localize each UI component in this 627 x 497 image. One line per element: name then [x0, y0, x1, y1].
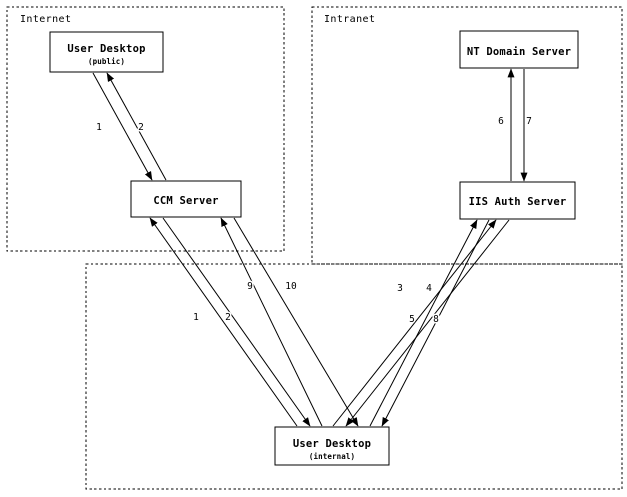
node-sublabel-user-desktop-public: (public) [88, 57, 125, 66]
node-box-ccm-server [130, 180, 242, 218]
step-label-halo-8: 8 [433, 314, 439, 325]
flow-arrow-10-ccm-server-to-user-desktop-internal [233, 217, 359, 427]
step-label-4-iis-auth-server-to-user-desktop-internal: 4 [426, 283, 432, 294]
step-label-halo-9: 9 [247, 281, 253, 292]
node-box-nt-domain-server [459, 30, 579, 69]
step-label-10-ccm-server-to-user-desktop-internal: 10 [285, 281, 297, 292]
flow-arrow-1-user-desktop-public-to-ccm-server [92, 72, 153, 181]
step-label-1-user-desktop-public-to-ccm-server: 1 [96, 122, 102, 133]
flow-arrow-1-user-desktop-internal-to-ccm-server [149, 217, 298, 427]
step-label-halo-2: 2 [138, 122, 144, 133]
step-label-halo-1: 1 [96, 122, 102, 133]
step-label-halo-1: 1 [193, 312, 199, 323]
step-label-halo-5: 5 [409, 314, 415, 325]
node-ccm-server[interactable]: CCM Server [130, 180, 242, 218]
node-label-iis-auth-server: IIS Auth Server [469, 196, 567, 208]
flow-arrows [92, 68, 528, 427]
step-label-3-user-desktop-internal-to-iis-auth-server: 3 [397, 283, 403, 294]
node-label-user-desktop-internal: User Desktop [293, 438, 371, 450]
node-user-desktop-internal[interactable]: User Desktop (internal) [274, 426, 390, 466]
node-box-user-desktop-public [49, 31, 164, 73]
node-iis-auth-server[interactable]: IIS Auth Server [459, 181, 576, 220]
zone-label-intranet: Intranet [324, 14, 375, 25]
step-label-7-nt-domain-server-to-iis-auth-server: 7 [526, 116, 532, 127]
flow-arrow-4-iis-auth-server-to-user-desktop-internal [381, 219, 490, 427]
step-label-1-user-desktop-internal-to-ccm-server: 1 [193, 312, 199, 323]
flow-arrow-3-user-desktop-internal-to-iis-auth-server [369, 219, 478, 427]
node-user-desktop-public[interactable]: User Desktop (public) [49, 31, 164, 73]
flow-arrow-2-ccm-server-to-user-desktop-public [106, 72, 167, 181]
step-label-halo-2: 2 [225, 312, 231, 323]
step-label-9-user-desktop-internal-to-ccm-server: 9 [247, 281, 253, 292]
diagram-nodes: User Desktop (public) CCM Server NT Domain … [49, 30, 579, 466]
step-label-5-user-desktop-internal-to-iis-auth-server: 5 [409, 314, 415, 325]
node-nt-domain-server[interactable]: NT Domain Server [459, 30, 579, 69]
node-box-iis-auth-server [459, 181, 576, 220]
flow-arrow-5-user-desktop-internal-to-iis-auth-server [332, 219, 497, 427]
step-label-8-iis-auth-server-to-user-desktop-internal: 8 [433, 314, 439, 325]
step-label-6-iis-auth-server-to-nt-domain-server: 6 [498, 116, 504, 127]
node-sublabel-user-desktop-internal: (internal) [309, 452, 355, 461]
step-label-2-ccm-server-to-user-desktop-internal: 2 [225, 312, 231, 323]
node-label-ccm-server: CCM Server [153, 195, 218, 207]
step-label-2-ccm-server-to-user-desktop-public: 2 [138, 122, 144, 133]
zone-boundaries: Internet Intranet [6, 6, 623, 490]
step-label-halo-6: 6 [498, 116, 504, 127]
flow-arrow-2-ccm-server-to-user-desktop-internal [162, 217, 311, 427]
node-label-user-desktop-public: User Desktop [67, 43, 145, 55]
step-label-halo-3: 3 [397, 283, 403, 294]
step-label-halo-4: 4 [426, 283, 432, 294]
zone-boundary-internal [85, 263, 623, 490]
node-label-nt-domain-server: NT Domain Server [467, 46, 571, 58]
flow-arrow-9-user-desktop-internal-to-ccm-server [220, 217, 323, 427]
node-box-user-desktop-internal [274, 426, 390, 466]
step-label-halo-7: 7 [526, 116, 532, 127]
zone-label-internet: Internet [20, 14, 71, 25]
zone-boundary-internet [6, 6, 285, 252]
flow-arrow-8-iis-auth-server-to-user-desktop-internal [345, 219, 510, 427]
step-label-halo-10: 10 [285, 281, 297, 292]
